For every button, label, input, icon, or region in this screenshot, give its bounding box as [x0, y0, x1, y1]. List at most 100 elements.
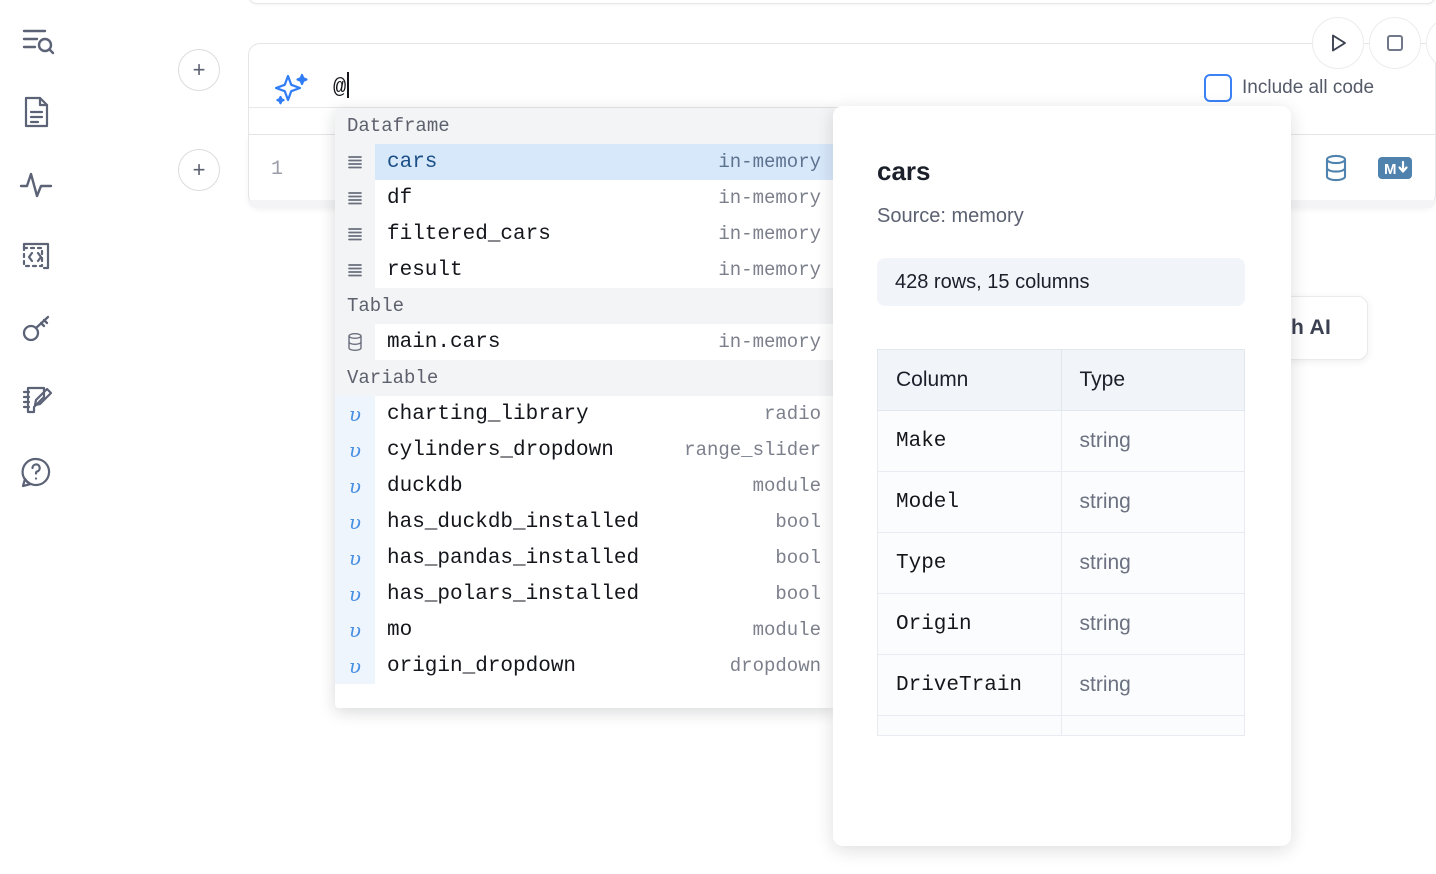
previous-cell-edge [248, 0, 1436, 4]
autocomplete-item-name: mo [387, 618, 413, 642]
autocomplete-item[interactable]: υ has_duckdb_installed bool [335, 504, 835, 540]
detail-shape-badge: 428 rows, 15 columns [877, 258, 1245, 306]
database-icon[interactable] [1319, 151, 1353, 190]
autocomplete-item-type: module [752, 475, 821, 497]
autocomplete-section-header: Variable [335, 360, 835, 396]
autocomplete-item[interactable]: filtered_cars in-memory [335, 216, 835, 252]
variable-icon: υ [335, 396, 375, 432]
autocomplete-item-type: module [752, 619, 821, 641]
dataframe-icon [335, 144, 375, 180]
schema-column-type: string [1060, 471, 1245, 533]
detail-source: Source: memory [877, 205, 1024, 227]
variable-icon: υ [335, 576, 375, 612]
autocomplete-item-type: bool [775, 583, 821, 605]
schema-column-name [877, 715, 1062, 736]
autocomplete-item-name: result [387, 258, 463, 282]
ai-prompt-input[interactable]: @ [333, 72, 350, 100]
autocomplete-item-name: df [387, 186, 413, 210]
text-caret [347, 72, 350, 98]
variable-icon: υ [335, 612, 375, 648]
schema-column-type: string [1060, 654, 1245, 716]
autocomplete-item[interactable]: cars in-memory [335, 144, 835, 180]
autocomplete-item-name: cars [387, 150, 438, 174]
include-all-code-label: Include all code [1242, 77, 1375, 98]
autocomplete-item[interactable]: main.cars in-memory [335, 324, 835, 360]
variable-icon: υ [335, 432, 375, 468]
schema-column-type [1060, 715, 1245, 736]
autocomplete-item-name: has_polars_installed [387, 582, 640, 606]
secrets-key-icon[interactable] [12, 304, 60, 352]
autocomplete-item-type: bool [775, 511, 821, 533]
autocomplete-item-name: main.cars [387, 330, 501, 354]
schema-column-name: Type [877, 532, 1062, 594]
variable-icon: υ [335, 540, 375, 576]
notebook-file-icon[interactable] [12, 88, 60, 136]
stop-cell-button[interactable] [1369, 17, 1421, 69]
variable-icon: υ [335, 504, 375, 540]
activity-pulse-icon[interactable] [12, 160, 60, 208]
ai-prompt-value: @ [333, 75, 347, 100]
schema-column-name: Model [877, 471, 1062, 533]
autocomplete-item-type: in-memory [718, 151, 821, 173]
left-icon-rail [0, 0, 72, 874]
autocomplete-item-type: dropdown [729, 655, 821, 677]
line-number: 1 [271, 158, 284, 181]
autocomplete-item-name: filtered_cars [387, 222, 551, 246]
autocomplete-section-header: Table [335, 288, 835, 324]
cell-type-icons: M [1319, 151, 1413, 190]
add-cell-below-button[interactable]: + [178, 149, 220, 191]
help-question-icon[interactable] [12, 448, 60, 496]
autocomplete-item[interactable]: result in-memory [335, 252, 835, 288]
variable-icon: υ [335, 468, 375, 504]
autocomplete-item[interactable]: υ cylinders_dropdown range_slider [335, 432, 835, 468]
schema-column-type: string [1060, 410, 1245, 472]
autocomplete-item-type: in-memory [718, 331, 821, 353]
include-all-code-row[interactable]: Include all code [1204, 74, 1374, 102]
dataframe-icon [335, 252, 375, 288]
autocomplete-item-name: has_duckdb_installed [387, 510, 640, 534]
dataframe-detail-panel: cars Source: memory 428 rows, 15 columns… [833, 106, 1291, 846]
scratchpad-edit-icon[interactable] [12, 376, 60, 424]
autocomplete-item-name: has_pandas_installed [387, 546, 640, 570]
autocomplete-item-type: radio [763, 403, 821, 425]
include-all-code-checkbox[interactable] [1204, 74, 1232, 102]
autocomplete-section-header: Dataframe [335, 108, 835, 144]
code-snippets-icon[interactable] [12, 232, 60, 280]
schema-column-name: Make [877, 410, 1062, 472]
add-cell-above-button[interactable]: + [178, 49, 220, 91]
autocomplete-item-name: charting_library [387, 402, 589, 426]
schema-column-type: string [1060, 532, 1245, 594]
dataframe-icon [335, 180, 375, 216]
autocomplete-item[interactable]: υ has_polars_installed bool [335, 576, 835, 612]
autocomplete-item-type: in-memory [718, 259, 821, 281]
autocomplete-item-type: range_slider [684, 439, 821, 461]
autocomplete-item-name: cylinders_dropdown [387, 438, 614, 462]
explore-search-icon[interactable] [12, 16, 60, 64]
run-cell-button[interactable] [1312, 17, 1364, 69]
svg-text:M: M [1384, 161, 1397, 178]
schema-column-name: DriveTrain [877, 654, 1062, 716]
prompt-divider [249, 107, 1174, 108]
autocomplete-item-name: origin_dropdown [387, 654, 577, 678]
markdown-icon[interactable]: M [1377, 154, 1413, 187]
generate-with-ai-card[interactable]: h AI [1278, 296, 1368, 360]
autocomplete-item[interactable]: υ charting_library radio [335, 396, 835, 432]
ai-sparkle-icon [271, 70, 311, 115]
schema-column-name: Origin [877, 593, 1062, 655]
dataframe-icon [335, 216, 375, 252]
autocomplete-item-type: in-memory [718, 223, 821, 245]
